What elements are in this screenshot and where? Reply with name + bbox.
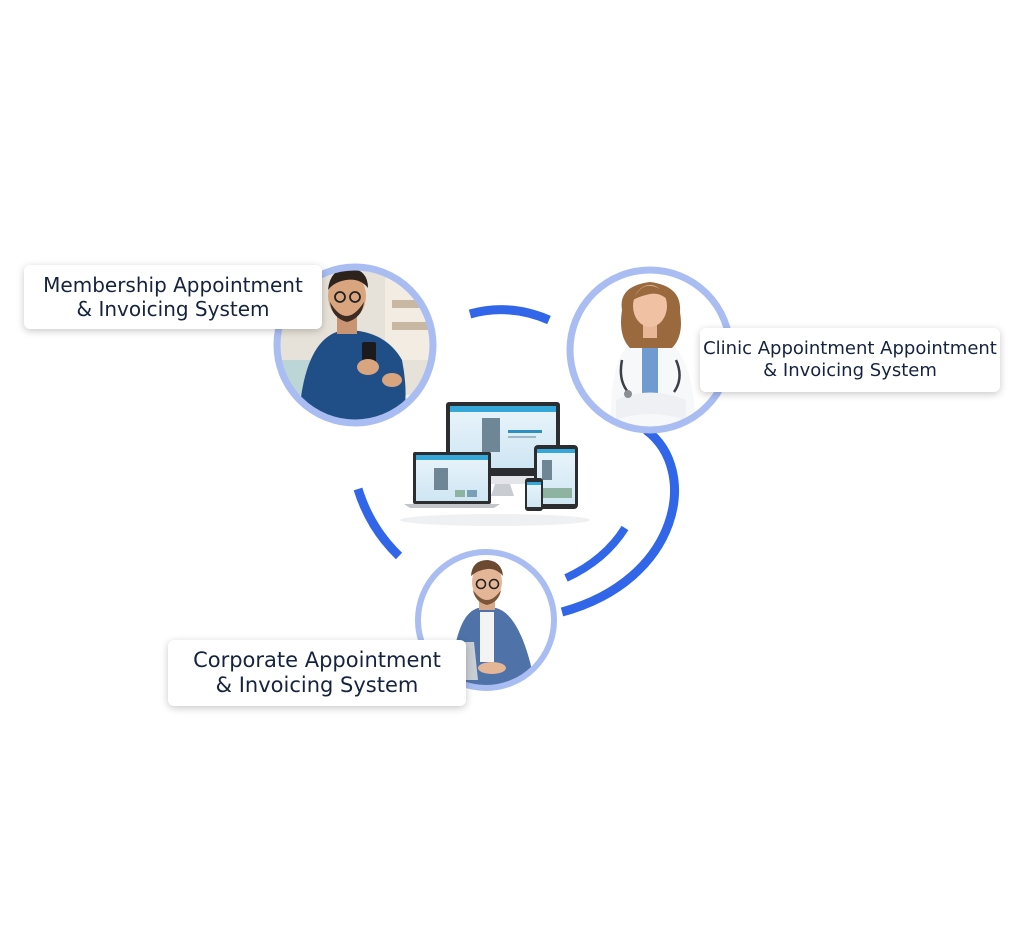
label-clinic: Clinic Appointment Appointment & Invoici… (700, 328, 1000, 392)
label-corporate-line1: Corporate Appointment (193, 647, 441, 672)
responsive-devices-icon (400, 402, 590, 526)
label-corporate-line2: & Invoicing System (215, 673, 419, 697)
arc-top (468, 305, 551, 325)
label-membership-line1: Membership Appointment (43, 273, 303, 297)
arc-right-outer (560, 426, 679, 617)
label-corporate: Corporate Appointment & Invoicing System (168, 640, 466, 706)
label-clinic-line2: & Invoicing System (763, 360, 937, 381)
label-membership: Membership Appointment & Invoicing Syste… (24, 265, 322, 329)
arc-right-inner (564, 525, 629, 582)
connector-arcs (353, 305, 679, 617)
arc-left (353, 487, 403, 560)
label-clinic-line1: Clinic Appointment Appointment (703, 338, 997, 360)
label-membership-line2: & Invoicing System (76, 297, 270, 321)
